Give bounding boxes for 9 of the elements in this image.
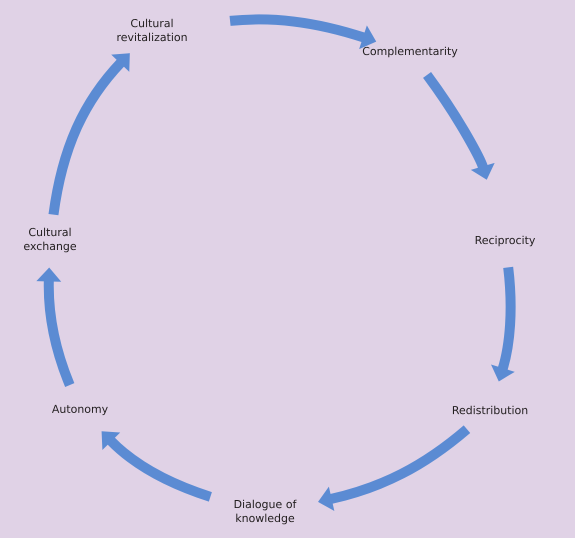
curved-arrow xyxy=(102,431,212,502)
cycle-label: Cultural exchange xyxy=(24,228,76,252)
cycle-label: Cultural revitalization xyxy=(117,18,187,42)
cycle-label: Complementarity xyxy=(362,46,458,58)
curved-arrow xyxy=(48,53,130,216)
cycle-label: Dialogue of knowledge xyxy=(234,500,297,524)
cycle-label: Redistribution xyxy=(452,406,528,414)
cycle-label: Reciprocity xyxy=(476,236,536,246)
cycle-label: Autonomy xyxy=(52,404,108,416)
